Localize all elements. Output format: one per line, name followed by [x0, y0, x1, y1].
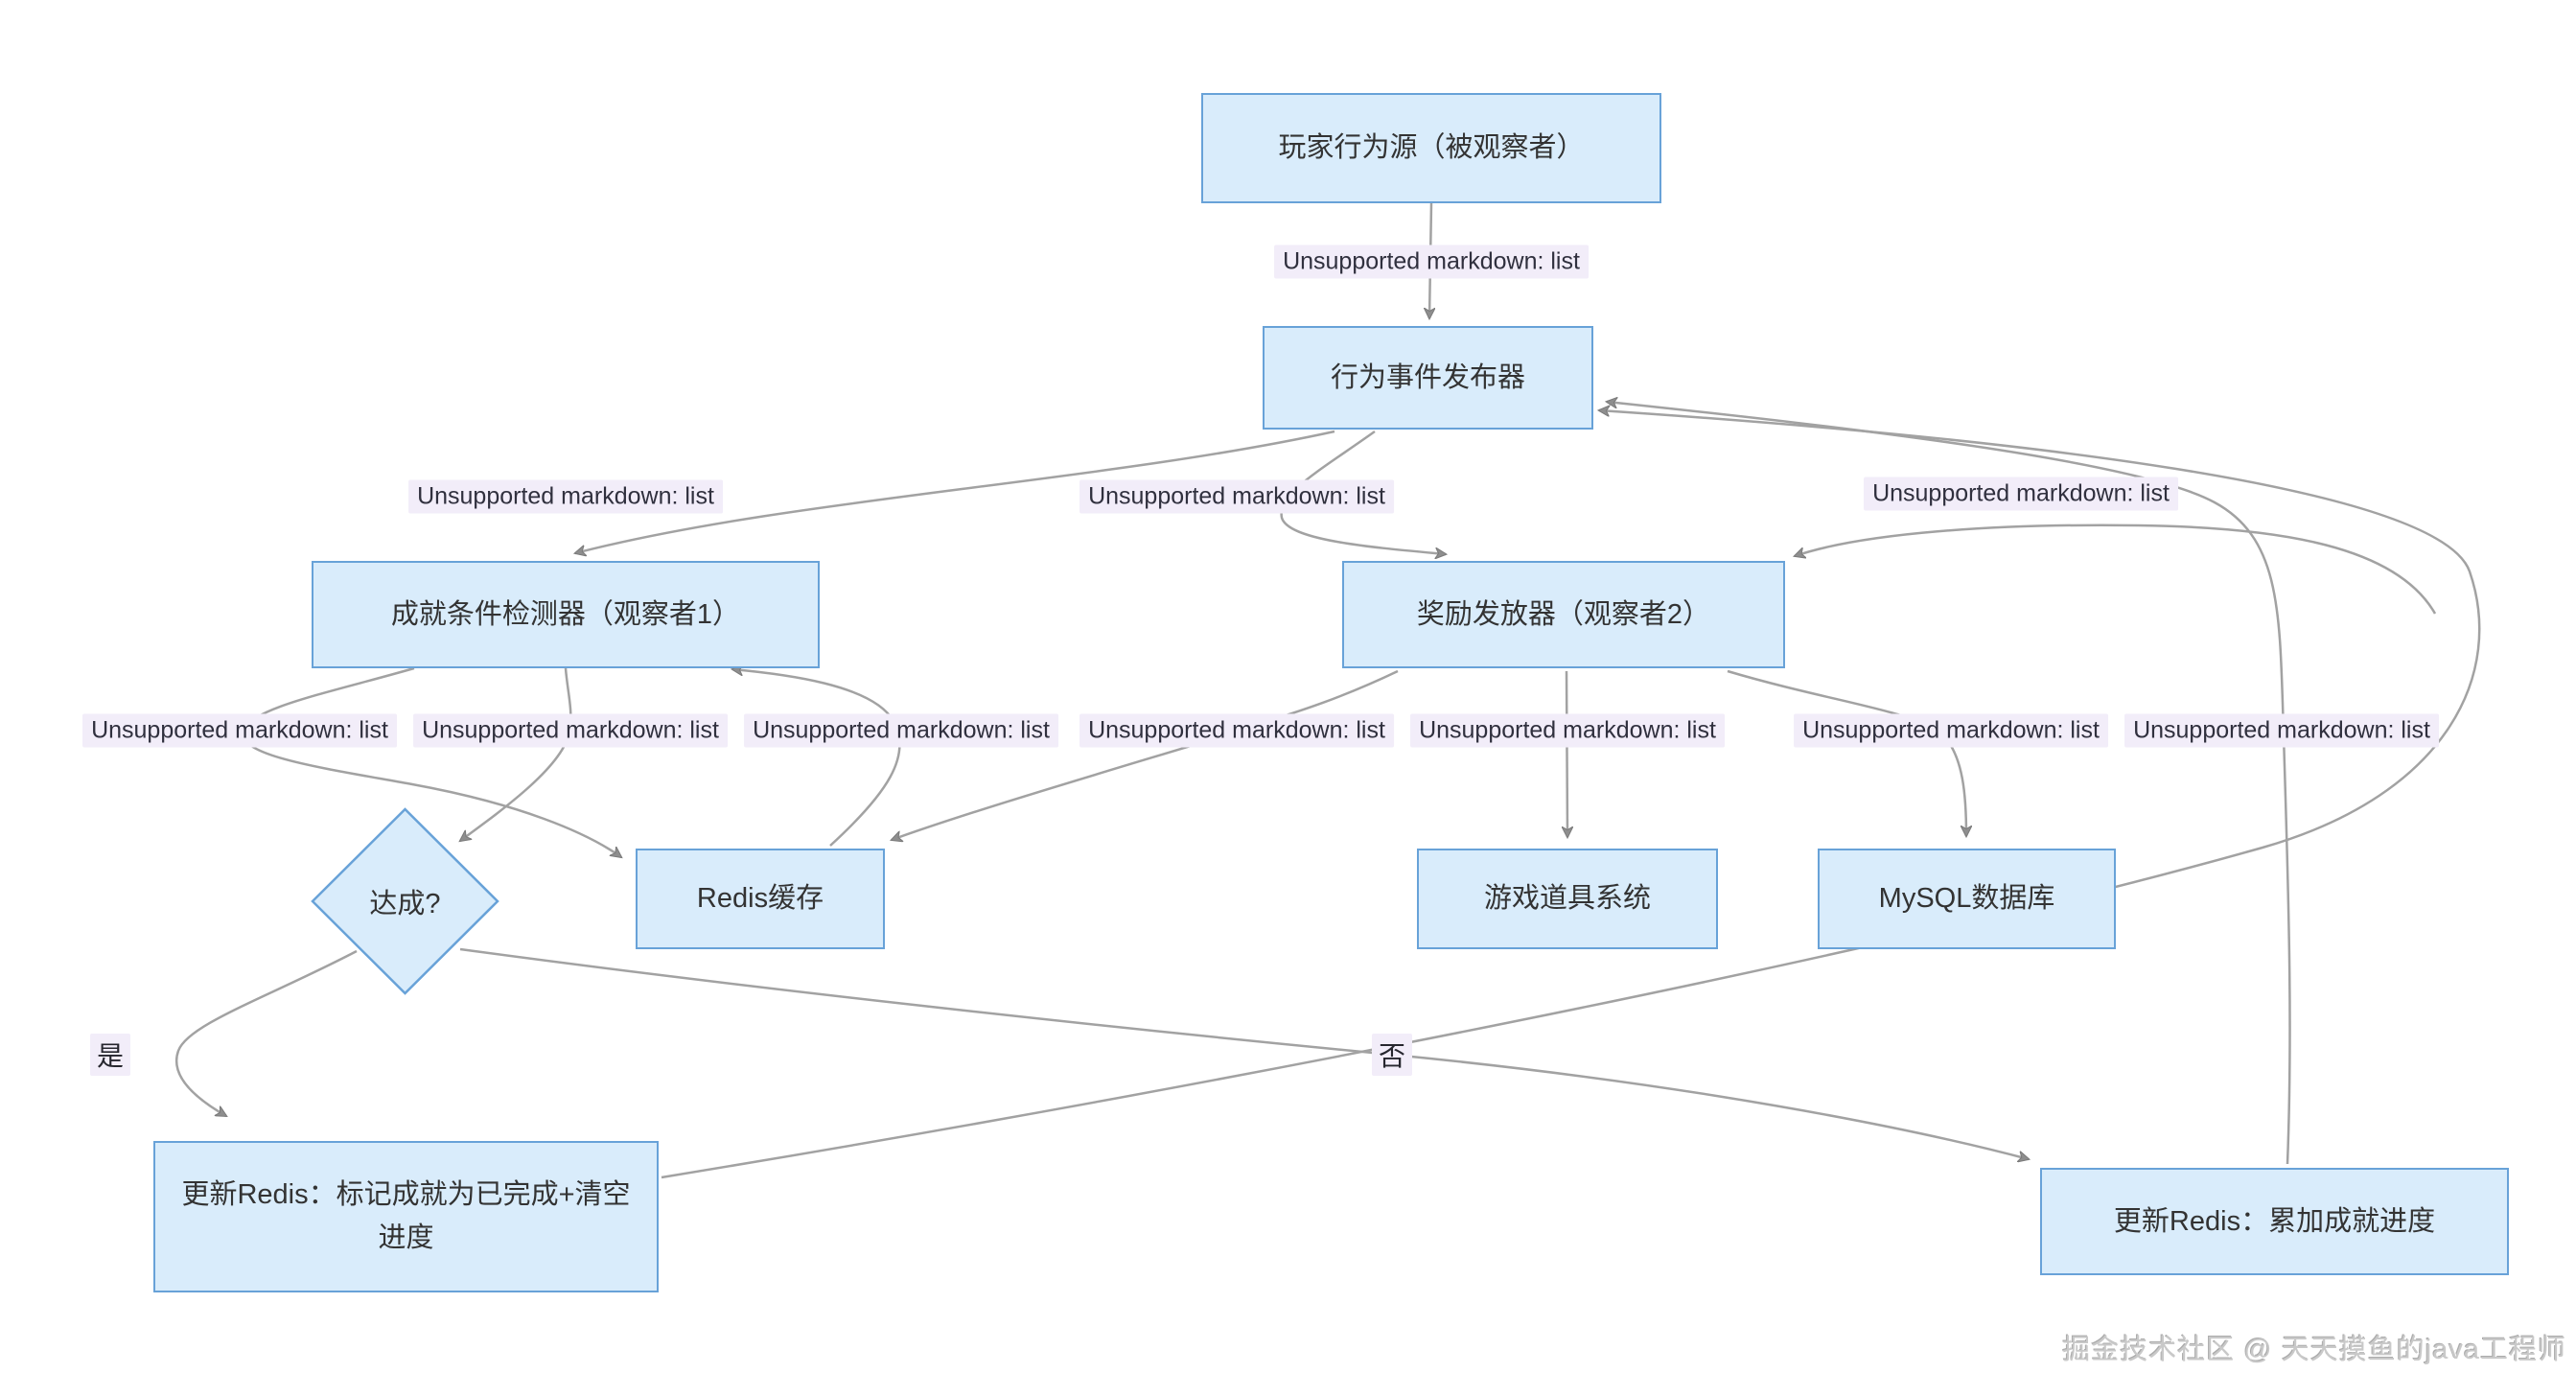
edge-label: Unsupported markdown: list — [408, 479, 723, 514]
edge-rewarder-to-mysql — [1727, 669, 1966, 836]
node-label: 游戏道具系统 — [1483, 883, 1651, 915]
edge-rewarder-to-redis — [892, 669, 1399, 840]
edge-decision-to-update_progress — [459, 947, 2029, 1159]
node-label: 更新Redis：累加成就进度 — [2113, 1205, 2436, 1237]
edge-publisher-to-rewarder — [1280, 430, 1446, 554]
edge-label: Unsupported markdown: list — [1274, 244, 1589, 279]
edge-label: Unsupported markdown: list — [1079, 713, 1394, 748]
node-label: Redis缓存 — [696, 883, 824, 915]
node-label: MySQL数据库 — [1878, 883, 2055, 915]
node-decision: 达成? — [311, 807, 499, 995]
node-label: 行为事件发布器 — [1330, 361, 1525, 393]
edge-label: 否 — [1371, 1034, 1413, 1076]
node-item_system: 游戏道具系统 — [1417, 849, 1718, 949]
node-label: 玩家行为源（被观察者） — [1278, 132, 1585, 164]
edge-label: Unsupported markdown: list — [82, 713, 397, 748]
edge-label: 是 — [89, 1034, 131, 1076]
node-detector: 成就条件检测器（观察者1） — [312, 561, 820, 668]
edge-label: Unsupported markdown: list — [1410, 713, 1725, 748]
edge-rewarder-to-item_system — [1566, 670, 1567, 837]
edge-update_progress-to-publisher — [1607, 402, 2291, 1165]
node-update_complete: 更新Redis：标记成就为已完成+清空进度 — [153, 1141, 659, 1292]
node-mysql: MySQL数据库 — [1818, 849, 2116, 949]
node-label: 奖励发放器（观察者2） — [1416, 598, 1711, 630]
node-rewarder: 奖励发放器（观察者2） — [1342, 561, 1785, 668]
edge-update_complete-to-publisher — [661, 410, 2481, 1179]
node-label: 达成? — [369, 889, 441, 919]
node-player: 玩家行为源（被观察者） — [1201, 93, 1661, 203]
edge-label: Unsupported markdown: list — [1864, 477, 2178, 511]
edge-label: Unsupported markdown: list — [413, 713, 728, 748]
node-publisher: 行为事件发布器 — [1263, 326, 1593, 430]
edge-decision-to-update_complete — [175, 949, 358, 1118]
watermark: 掘金技术社区 @ 天天摸鱼的java工程师 — [2062, 1335, 2566, 1365]
node-redis: Redis缓存 — [636, 849, 885, 949]
edge-detector-to-redis — [242, 666, 621, 857]
edge-label: Unsupported markdown: list — [744, 713, 1058, 748]
edge-update_complete-to-rewarder — [1795, 524, 2437, 615]
edge-redis-to-detector — [732, 669, 901, 847]
edge-label: Unsupported markdown: list — [1079, 479, 1394, 514]
edge-publisher-to-detector — [575, 430, 1335, 553]
edge-label: Unsupported markdown: list — [1794, 713, 2108, 748]
diamond-shape — [311, 807, 499, 995]
node-label: 更新Redis：标记成就为已完成+清空进度 — [181, 1179, 631, 1253]
edge-label: Unsupported markdown: list — [2124, 713, 2439, 748]
node-label: 成就条件检测器（观察者1） — [390, 598, 741, 630]
node-update_progress: 更新Redis：累加成就进度 — [2040, 1168, 2509, 1275]
